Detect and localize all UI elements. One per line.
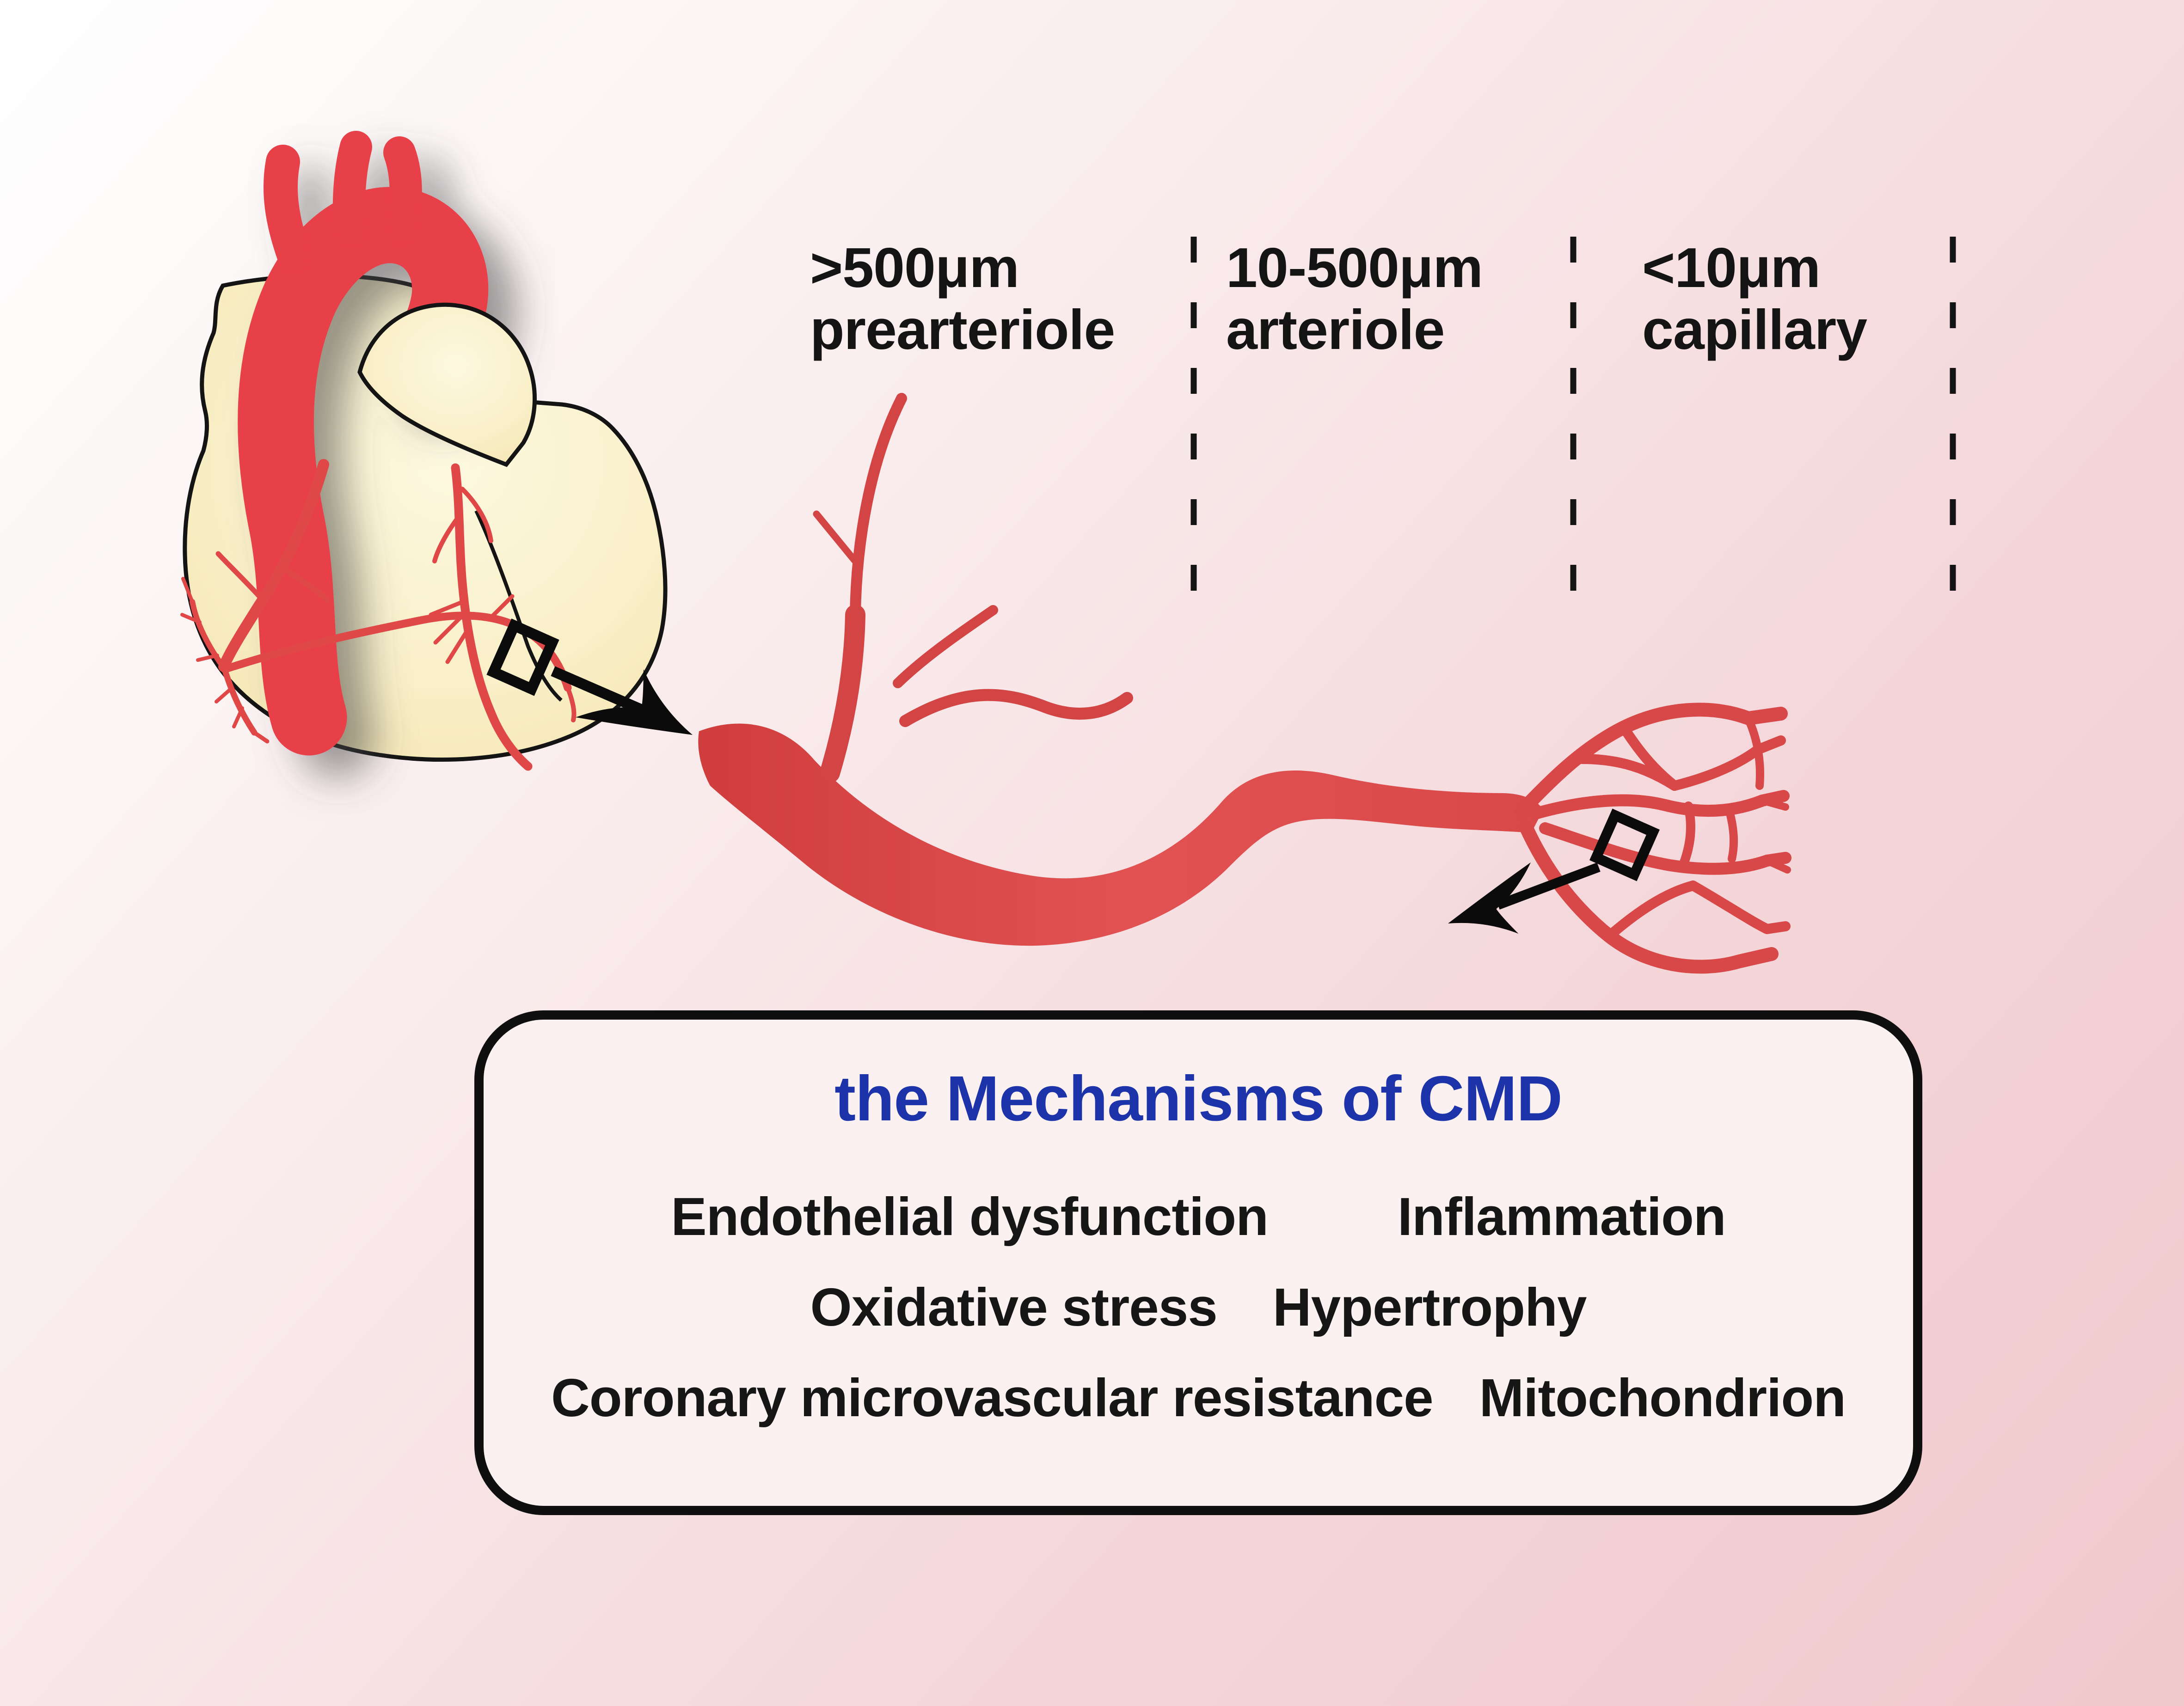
zone-size-label: <10μm <box>1642 236 1821 299</box>
mechanism-item: Coronary microvascular resistance <box>551 1368 1434 1428</box>
mechanism-item: Endothelial dysfunction <box>671 1186 1269 1247</box>
zone-label-capillary: <10μm capillary <box>1642 237 1867 361</box>
heart-illustration <box>180 131 668 771</box>
mechanisms-list: Endothelial dysfunction Inflammation Oxi… <box>484 1186 1913 1429</box>
mechanisms-title: the Mechanisms of CMD <box>834 1063 1563 1134</box>
zone-name-label: capillary <box>1642 298 1867 361</box>
main-vessel <box>698 393 1543 946</box>
magnify-arrow-heart <box>551 652 709 764</box>
magnify-arrow-capillary <box>1438 862 1601 956</box>
mechanism-row: Coronary microvascular resistance Mitoch… <box>551 1367 1846 1429</box>
mechanism-item: Oxidative stress <box>810 1277 1218 1337</box>
mechanism-item: Mitochondrion <box>1479 1368 1846 1428</box>
zoom-region-marker-capillary <box>1589 808 1660 881</box>
zone-name-label: arteriole <box>1226 298 1445 361</box>
vessel-branches <box>813 393 1133 783</box>
mechanism-item: Hypertrophy <box>1272 1277 1587 1337</box>
mechanism-row: Endothelial dysfunction Inflammation <box>671 1186 1726 1247</box>
right-atrium-lobe <box>357 302 537 467</box>
zone-label-arteriole: 10-500μm arteriole <box>1226 237 1483 361</box>
mechanisms-panel: the Mechanisms of CMD Endothelial dysfun… <box>474 1010 1922 1515</box>
zoom-region-marker-heart <box>486 618 559 696</box>
zone-label-prearteriole: >500μm prearteriole <box>810 237 1115 361</box>
mechanism-item: Inflammation <box>1397 1186 1726 1247</box>
capillary-network <box>1514 703 1791 974</box>
zone-name-label: prearteriole <box>810 298 1115 361</box>
vessel-trunk <box>698 723 1543 946</box>
zone-size-label: >500μm <box>810 236 1019 299</box>
zone-size-label: 10-500μm <box>1226 236 1483 299</box>
mechanism-row: Oxidative stress Hypertrophy <box>810 1276 1587 1338</box>
